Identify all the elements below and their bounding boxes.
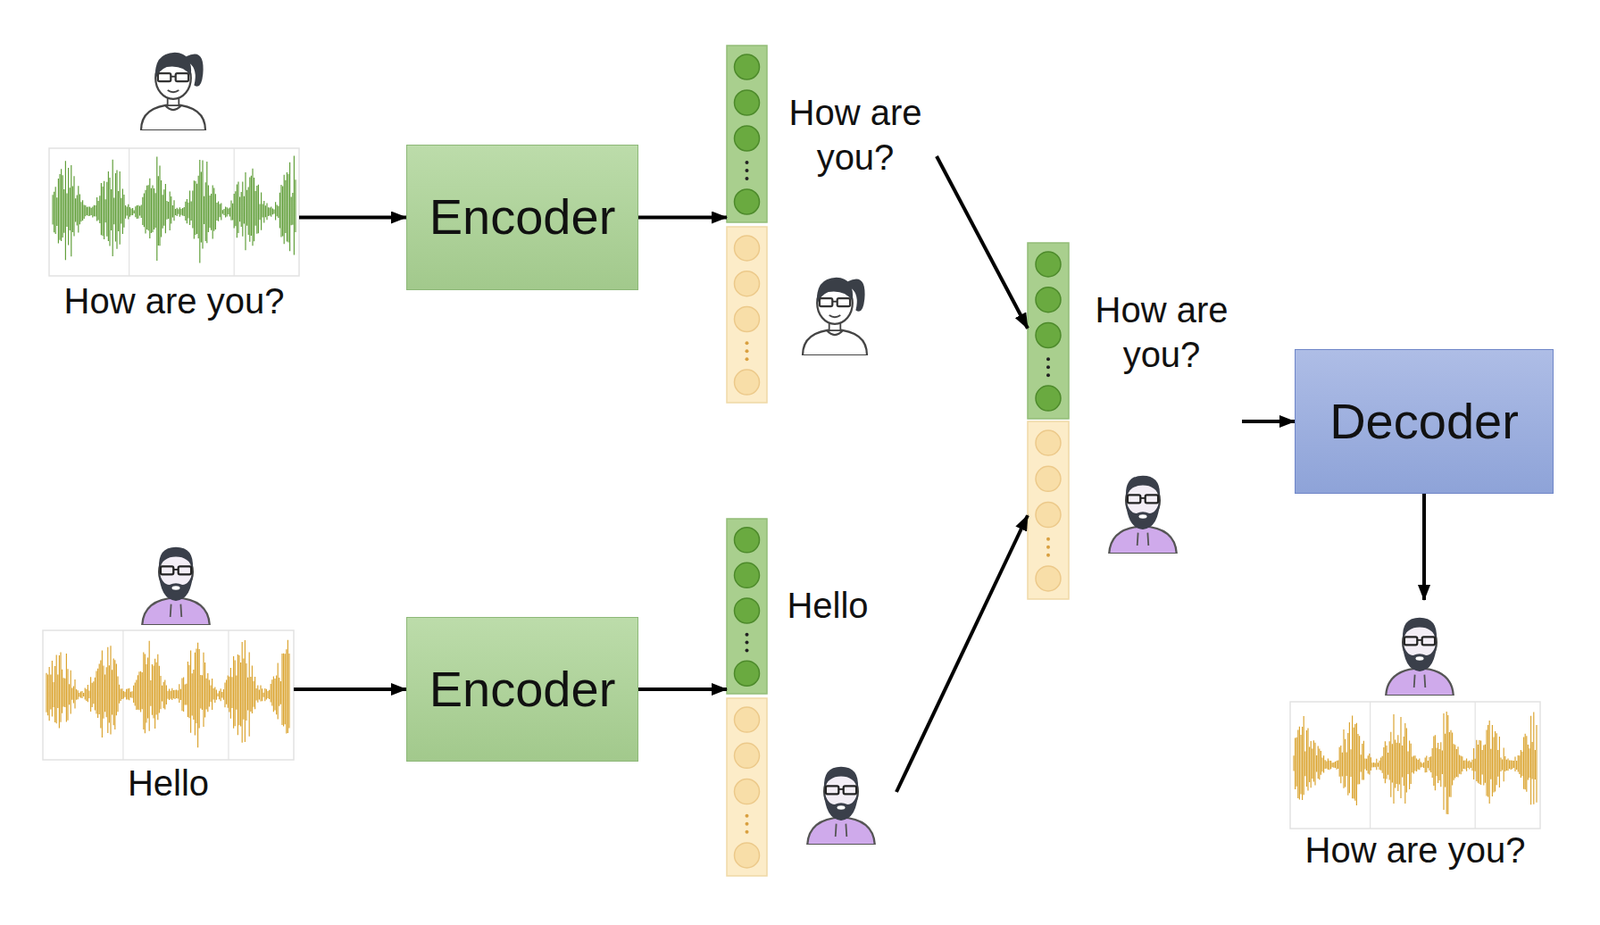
ellipsis-dot [1046, 545, 1050, 550]
vector-label: How are you? [775, 90, 936, 180]
vector-strip [726, 518, 767, 694]
flow-arrow [293, 687, 407, 692]
vector-strip [1027, 421, 1069, 600]
block-label: Decoder [1329, 392, 1519, 450]
vector-cell [1035, 385, 1061, 411]
vector-cell [734, 562, 760, 588]
block-label: Encoder [429, 188, 617, 246]
speech-waveform: How are you? [1290, 600, 1541, 875]
speaker-avatar [807, 766, 875, 845]
vector-cell [1035, 322, 1061, 348]
flow-arrow [638, 216, 727, 220]
vector-cell [734, 306, 760, 332]
ellipsis-dot [745, 176, 750, 181]
embedding-vector: How are you? [1027, 242, 1242, 600]
embedding-vector: How are you? [726, 45, 937, 403]
flow-arrow [1241, 419, 1295, 424]
speaker-avatar [141, 547, 210, 625]
ellipsis-dot [745, 648, 750, 652]
vector-cell [734, 235, 760, 261]
ellipsis-dot [745, 168, 750, 173]
ellipsis-dot [1046, 553, 1050, 558]
flow-arrow [936, 156, 1028, 329]
vector-cell [734, 742, 760, 768]
speaker-avatar [1385, 617, 1454, 696]
vector-strip [726, 45, 767, 223]
vector-cell [1035, 430, 1061, 456]
vector-cell [1035, 466, 1061, 492]
vector-cell [734, 369, 760, 395]
encoder-box: Encoder [406, 616, 639, 762]
speaker-avatar [1108, 475, 1177, 554]
flow-arrow [638, 687, 727, 692]
ellipsis-dot [745, 641, 750, 645]
ellipsis-dot [745, 830, 750, 834]
utterance-caption: How are you? [1290, 828, 1541, 872]
vector-cell [734, 527, 760, 553]
decoder-box: Decoder [1294, 349, 1554, 494]
flow-arrow [896, 515, 1028, 792]
flow-arrow [299, 216, 407, 220]
speech-waveform: Hello [42, 630, 294, 809]
utterance-caption: Hello [42, 761, 294, 805]
waveform-panel [49, 148, 300, 276]
utterance-caption: How are you? [49, 279, 300, 323]
vector-cell [1035, 287, 1061, 313]
waveform [1293, 711, 1537, 815]
flow-arrow [1422, 493, 1426, 600]
vector-cell [734, 90, 760, 116]
vector-cell [734, 271, 760, 297]
ellipsis-dot [745, 349, 750, 353]
ellipsis-dot [745, 822, 750, 826]
speaker-avatar [141, 52, 206, 131]
vector-cell [1035, 502, 1061, 528]
vector-cell [734, 598, 760, 624]
waveform-panel [1290, 701, 1541, 829]
block-label: Encoder [429, 660, 617, 718]
embedding-vector: Hello [726, 518, 897, 876]
speaker-avatar [802, 277, 867, 356]
waveform-panel [42, 630, 294, 760]
vector-cell [734, 707, 760, 733]
ellipsis-dot [1046, 373, 1050, 377]
ellipsis-dot [745, 341, 750, 345]
ellipsis-dot [745, 814, 750, 818]
vector-label: Hello [760, 583, 895, 628]
vector-cell [734, 189, 760, 215]
waveform [52, 156, 296, 264]
ellipsis-dot [1046, 365, 1050, 369]
vector-cell [734, 842, 760, 868]
vector-strip [726, 226, 767, 403]
ellipsis-dot [745, 160, 750, 165]
vector-cell [734, 660, 760, 686]
vector-cell [734, 54, 760, 80]
vector-label: How are you? [1081, 287, 1242, 377]
ellipsis-dot [1046, 537, 1050, 542]
vector-cell [734, 779, 760, 805]
vector-cell [1035, 251, 1061, 277]
vector-strip [1027, 242, 1069, 419]
ellipsis-dot [745, 357, 750, 361]
ellipsis-dot [745, 633, 750, 637]
waveform [46, 640, 290, 749]
speech-waveform: How are you? [49, 148, 300, 326]
vector-cell [1035, 566, 1061, 592]
encoder-box: Encoder [406, 144, 639, 291]
ellipsis-dot [1046, 357, 1050, 361]
vector-cell [734, 125, 760, 151]
vector-strip [726, 698, 767, 876]
